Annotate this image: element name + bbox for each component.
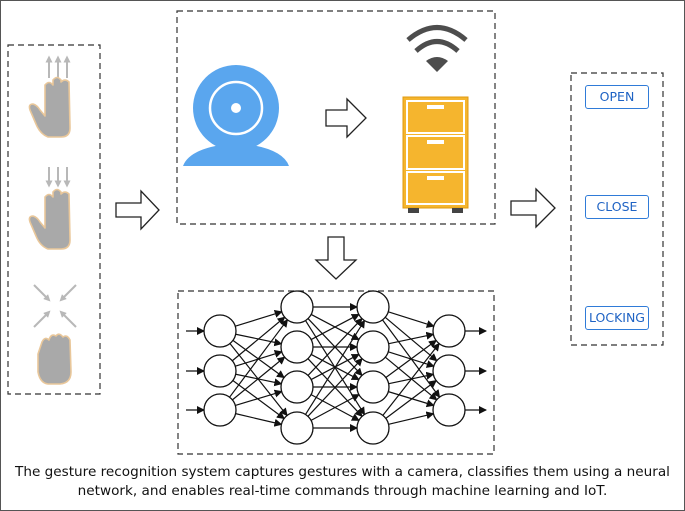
gesture-panel	[7, 44, 101, 395]
capture-panel	[176, 10, 496, 225]
network-edge	[310, 313, 360, 341]
network-node	[356, 411, 390, 445]
pinch-hand-icon	[33, 284, 77, 385]
network-edge	[388, 311, 435, 328]
network-edge	[307, 317, 363, 376]
network-edge	[388, 391, 435, 408]
network-edge	[232, 356, 286, 401]
caption-line-2: network, and enables real-time commands …	[77, 483, 608, 499]
network-node	[432, 354, 466, 388]
network-edge	[235, 413, 283, 427]
cabinet-icon	[402, 96, 469, 213]
network-edge	[229, 319, 289, 398]
neural-network-icon	[186, 290, 487, 445]
network-node	[432, 314, 466, 348]
network-edge	[231, 316, 286, 362]
network-node	[356, 370, 390, 404]
network-edge	[388, 331, 435, 345]
arrow-right-icon	[115, 189, 160, 231]
swipe-down-hand-icon	[28, 167, 71, 250]
network-node	[356, 290, 390, 324]
network-edge	[388, 411, 435, 425]
command-panel	[570, 72, 664, 346]
open-command-button[interactable]: OPEN	[585, 85, 649, 109]
locking-command-button[interactable]: LOCKING	[585, 306, 649, 330]
network-node	[203, 393, 237, 427]
network-node	[280, 290, 314, 324]
network-edge	[385, 339, 437, 378]
network-edge	[382, 342, 440, 416]
network-node	[356, 330, 390, 364]
network-edge	[235, 310, 283, 327]
swipe-up-hand-icon	[28, 55, 71, 138]
close-command-button[interactable]: CLOSE	[585, 195, 649, 219]
caption-line-1: The gesture recognition system captures …	[15, 464, 670, 480]
network-edge	[235, 389, 283, 406]
network-node	[432, 393, 466, 427]
network-node	[280, 330, 314, 364]
network-node	[203, 314, 237, 348]
arrow-right-icon	[325, 97, 367, 139]
wifi-icon	[406, 25, 468, 72]
arrow-down-icon	[314, 236, 358, 280]
arrow-right-icon	[510, 187, 556, 229]
network-node	[203, 354, 237, 388]
network-node	[280, 411, 314, 445]
network-edge	[305, 319, 366, 415]
network-edge	[310, 394, 360, 421]
network-node	[280, 370, 314, 404]
network-edge	[307, 357, 363, 417]
network-edge	[232, 380, 285, 420]
figure-caption: The gesture recognition system captures …	[0, 463, 685, 501]
network-edge	[385, 380, 438, 419]
webcam-icon	[183, 65, 289, 166]
